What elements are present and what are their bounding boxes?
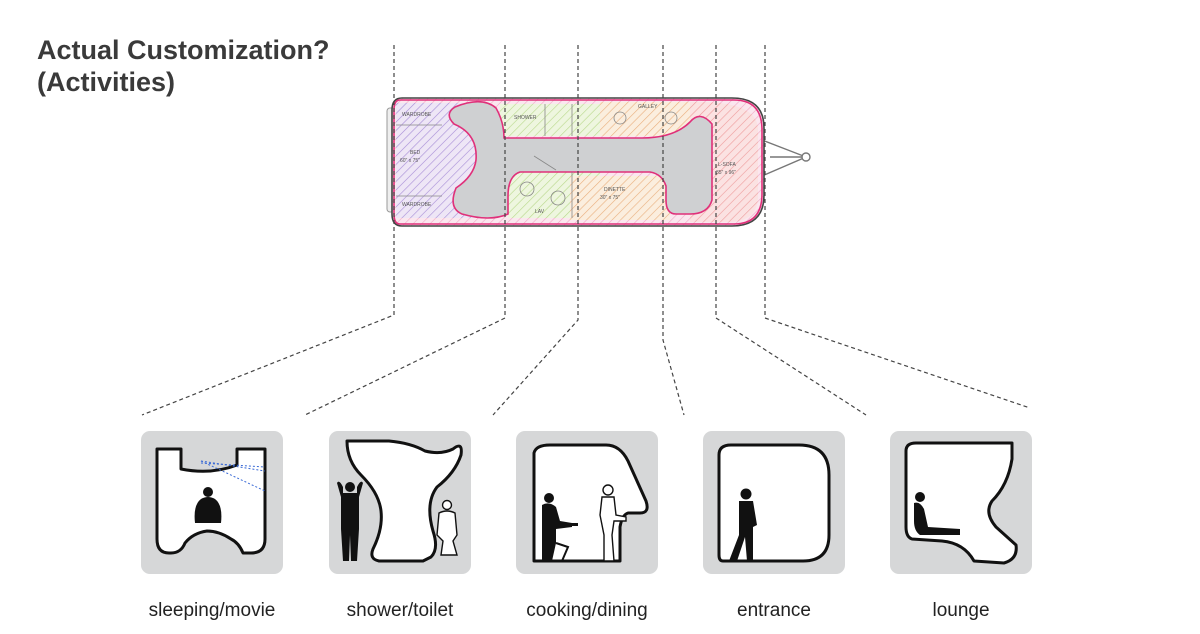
trailer-floorplan: WARDROBE WARDROBE BED 60" x 75" SHOWER L… bbox=[386, 97, 811, 227]
zone-galley bbox=[600, 102, 700, 136]
tile-sleeping-movie bbox=[141, 431, 283, 574]
caption-cooking-dining: cooking/dining bbox=[526, 600, 648, 621]
label-lavatory: LAV bbox=[535, 209, 545, 215]
leader-line-cooking bbox=[492, 45, 579, 416]
caption-lounge: lounge bbox=[932, 600, 990, 621]
lounge-icon bbox=[914, 492, 960, 535]
caption-shower-toilet: shower/toilet bbox=[346, 600, 454, 621]
cooking-dining-icon bbox=[542, 484, 627, 562]
tile-entrance bbox=[703, 431, 845, 574]
leader-line-lounge bbox=[764, 45, 1031, 409]
tile-lounge bbox=[890, 431, 1032, 574]
title-line-1: Actual Customization? bbox=[37, 35, 330, 65]
entrance-icon bbox=[729, 488, 757, 561]
tile-shower-toilet bbox=[329, 431, 471, 574]
label-bed: BED bbox=[410, 150, 421, 156]
leader-line-entrance bbox=[715, 45, 867, 416]
zone-shower bbox=[500, 104, 600, 136]
label-bed-size: 60" x 75" bbox=[400, 158, 420, 164]
page-title: Actual Customization? (Activities) bbox=[37, 34, 330, 98]
title-line-2: (Activities) bbox=[37, 67, 176, 97]
leader-line-sleeping bbox=[141, 45, 395, 416]
label-dinette: DINETTE bbox=[604, 187, 626, 193]
shower-toilet-icon bbox=[337, 481, 458, 561]
leader-line-shower bbox=[304, 45, 506, 416]
leader-line-dining bbox=[662, 45, 685, 416]
label-wardrobe-bottom: WARDROBE bbox=[402, 202, 432, 208]
label-sofa: L-SOFA bbox=[718, 162, 736, 168]
caption-sleeping-movie: sleeping/movie bbox=[148, 600, 276, 621]
label-galley: GALLEY bbox=[638, 104, 658, 110]
sleeping-movie-icon bbox=[194, 460, 266, 523]
label-wardrobe-top: WARDROBE bbox=[402, 112, 432, 118]
tile-cooking-dining bbox=[516, 431, 658, 574]
circulation-space bbox=[448, 100, 713, 219]
trailer-hitch bbox=[761, 139, 811, 177]
caption-entrance: entrance bbox=[737, 600, 811, 621]
label-dinette-size: 30" x 75" bbox=[600, 195, 620, 201]
label-shower: SHOWER bbox=[514, 115, 537, 121]
label-sofa-size: 35" x 96" bbox=[716, 170, 736, 176]
zone-dinette bbox=[570, 176, 670, 220]
leader-lines bbox=[141, 45, 1031, 416]
